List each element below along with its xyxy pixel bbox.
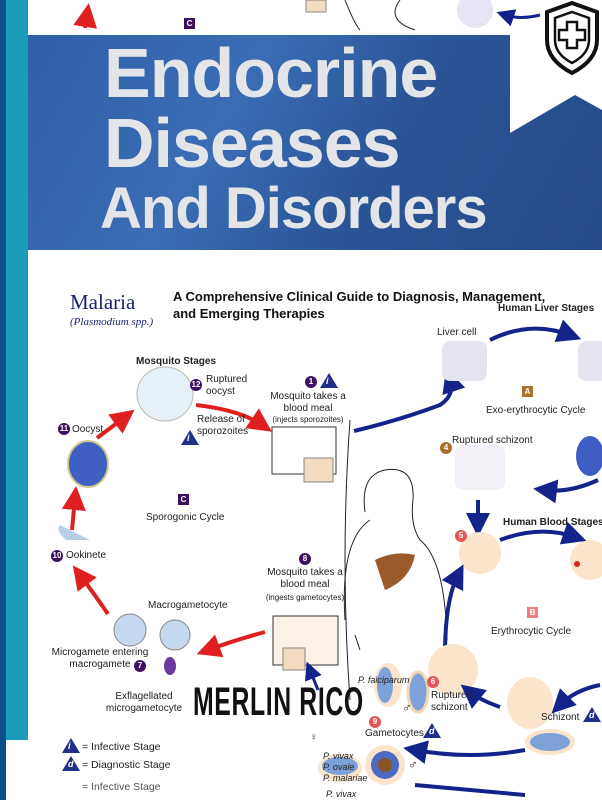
label-p-vivax-2: P. vivax [326,789,357,799]
step-1-badge: 1 [305,376,317,388]
ruptured-schizont-blood [428,644,478,696]
human-outline [343,468,448,651]
title-line-2: Diseases [104,104,401,182]
author-name: MERLIN RICO [193,680,364,724]
label-ookinete: Ookinete [66,550,107,561]
label-erythrocytic-cycle: Erythrocytic Cycle [491,626,572,637]
legend-infective-stage: = Infective Stage [82,741,161,753]
label-mosquito-stages: Mosquito Stages [136,356,217,367]
left-teal-strip [6,0,28,740]
label-ruptured-schizont-blood: Ruptured schizont [431,690,473,713]
schizont-cell [507,677,553,729]
label-liver-cell: Liver cell [437,327,477,338]
cell [457,0,493,28]
title-line-1: Endocrine [104,34,438,112]
male-symbol: ♂ [408,757,418,772]
subtitle-line-2: and Emerging Therapies [173,306,325,321]
legend-diagnostic-stage: = Diagnostic Stage [82,759,171,771]
label-release-sporozoites: Release of sporozoites [197,414,249,437]
microgametocyte-cell [164,657,176,675]
male-symbol: ♂ [402,700,412,715]
label-microgamete-entering: Microgamete entering macrogamete [51,647,149,670]
infective-stage-icon: i [320,373,338,388]
liver [375,553,415,590]
rbc [459,532,501,574]
title-banner [28,35,602,250]
badge-a: A [522,386,533,397]
step-5-badge: 5 [455,530,467,542]
label-ruptured-oocyst: Ruptured oocyst [206,374,248,397]
arrow [73,3,98,29]
label-p-ovale: P. ovale [323,762,355,772]
label-ingests-gametocytes: (ingests gametocytes) [265,593,345,602]
female-symbol: ♀ [310,732,318,743]
step-6-badge: 6 [427,676,439,688]
step-12-badge: 12 [190,379,202,391]
diagnostic-stage-icon: d [423,723,441,738]
title-line-3: And Disorders [100,176,488,241]
infective-stage-icon: i [181,430,199,445]
macrogamete-cell [113,613,147,647]
oocyst-cell [67,440,109,488]
liver-cell [442,341,487,381]
label-schizont: Schizont [541,712,580,723]
label-sporogonic-cycle: Sporogonic Cycle [146,512,225,523]
badge-c: C [178,494,189,505]
label-p-malariae: P. malariae [323,773,368,783]
label-gametocytes: Gametocytes [365,728,424,739]
label-exo-erythrocytic-cycle: Exo-erythrocytic Cycle [486,405,586,416]
step-7-badge: 9 [369,716,381,728]
step-9-badge: 7 [134,660,146,672]
label-oocyst: Oocyst [72,424,104,435]
label-ruptured-schizont-liver: Ruptured schizont [452,435,533,446]
step-8-badge: 8 [299,553,311,565]
diagnostic-stage-icon: d [583,707,601,722]
legend-diagnostic-icon: d [62,756,80,771]
legend-infective-icon: i [62,738,80,753]
label-exflagellated: Exflagellated microgametocyte [105,691,183,714]
legend-infective-stage-duplicate: = Infective Stage [82,781,161,793]
left-edge-strip [0,0,6,800]
ruptured-schizont-liver [455,445,505,490]
ruptured-oocyst-cell [136,366,194,422]
label-human-blood-stages: Human Blood Stages [503,517,602,528]
label-blood-meal-1: Mosquito takes a blood meal [270,391,346,414]
shield-plus-icon [545,0,599,76]
step-4-badge: 4 [440,442,452,454]
diagram-heading: Malaria [70,290,136,314]
subtitle-line-1: A Comprehensive Clinical Guide to Diagno… [173,289,546,304]
badge-c-top: C [184,18,195,29]
label-blood-meal-8: Mosquito takes a blood meal [267,567,343,590]
diagram-subheading: (Plasmodium spp.) [70,316,154,328]
badge-b: B [527,607,538,618]
label-macrogametocyte: Macrogametocyte [148,600,228,611]
ookinete-cell [58,525,90,540]
label-p-vivax: P. vivax [323,751,354,761]
skin-inset [305,0,327,13]
macrogametocyte-cell [159,619,191,651]
step-11-badge: 11 [58,423,70,435]
label-human-liver-stages: Human Liver Stages [498,303,595,314]
label-p-falciparum: P. falciparum [358,675,410,685]
label-injects-sporozoites: (injects sporozoites) [272,415,344,424]
step-10-badge: 10 [51,550,63,562]
